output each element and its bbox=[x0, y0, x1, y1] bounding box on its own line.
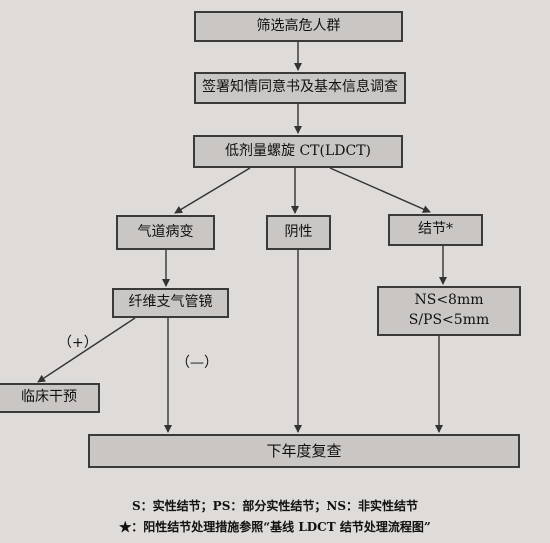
node-negative: 阴性 bbox=[266, 215, 331, 250]
node-next-year-review: 下年度复查 bbox=[88, 434, 520, 468]
edge-label-positive: （+） bbox=[58, 335, 98, 351]
edge-ldct-to-nodule bbox=[329, 167, 431, 213]
edge-bronchoscopy-to-intervention bbox=[37, 317, 136, 383]
node-ldct-label: 低剂量螺旋 CT(LDCT) bbox=[225, 142, 371, 159]
node-screen-high-risk-label: 筛选高危人群 bbox=[256, 17, 341, 34]
footnote-star: ★：阳性结节处理措施参照“基线 LDCT 结节处理流程图” bbox=[119, 520, 431, 534]
node-airway-lesion: 气道病变 bbox=[116, 215, 215, 250]
node-nodule-criteria-line-2: S/PS<5mm bbox=[408, 312, 490, 328]
node-negative-label: 阴性 bbox=[284, 223, 313, 240]
edge-ldct-to-airway bbox=[174, 167, 251, 214]
node-bronchoscopy: 纤维支气管镜 bbox=[112, 288, 229, 318]
node-consent-survey: 签署知情同意书及基本信息调查 bbox=[194, 72, 406, 104]
node-clinical-intervention: 临床干预 bbox=[0, 383, 100, 413]
footnote-abbreviations: S：实性结节；PS：部分实性结节；NS：非实性结节 bbox=[132, 499, 418, 513]
node-nodule-criteria-line-1: NS<8mm bbox=[414, 292, 484, 309]
node-clinical-intervention-label: 临床干预 bbox=[21, 389, 77, 406]
node-ldct: 低剂量螺旋 CT(LDCT) bbox=[193, 135, 403, 168]
node-nodule-criteria: NS<8mm S/PS<5mm bbox=[377, 286, 521, 336]
node-airway-lesion-label: 气道病变 bbox=[137, 223, 194, 240]
node-next-year-review-label: 下年度复查 bbox=[266, 441, 342, 460]
node-screen-high-risk: 筛选高危人群 bbox=[194, 11, 403, 42]
edge-label-negative: （—） bbox=[176, 355, 218, 371]
node-bronchoscopy-label: 纤维支气管镜 bbox=[128, 294, 213, 311]
node-consent-survey-label: 签署知情同意书及基本信息调查 bbox=[202, 79, 398, 96]
node-nodule: 结节* bbox=[388, 214, 483, 246]
node-nodule-label: 结节* bbox=[418, 221, 453, 238]
